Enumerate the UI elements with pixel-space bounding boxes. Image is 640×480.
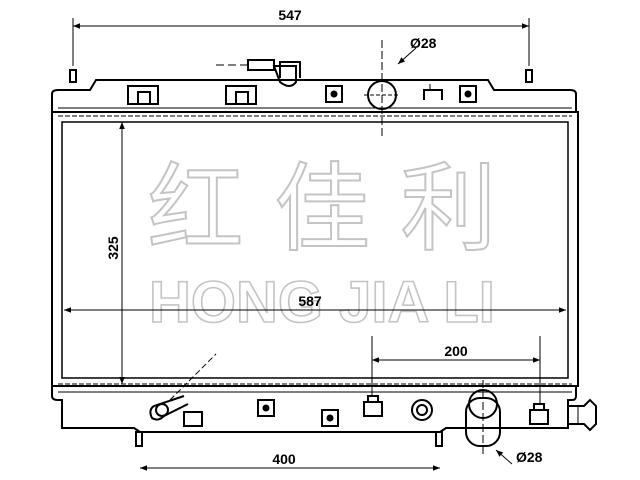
watermark-latin: HONG JIA LI [149, 270, 495, 335]
top-tank [51, 40, 577, 136]
dim-top-port-diameter: Ø28 [410, 35, 437, 51]
dim-inlet-offset: 200 [444, 343, 468, 359]
bottom-tank [51, 353, 597, 454]
dimension-lines [64, 18, 566, 471]
radiator-core [51, 111, 579, 387]
dim-top-width: 547 [278, 7, 302, 23]
dim-outlet-spacing: 400 [272, 451, 296, 467]
dim-core-height: 325 [105, 236, 121, 260]
watermark: 红 佳 利 HONG JIA LI [146, 152, 497, 336]
dim-core-width: 587 [298, 293, 322, 309]
dim-bottom-port-diameter: Ø28 [516, 449, 543, 465]
watermark-chinese: 红 佳 利 [147, 153, 496, 265]
